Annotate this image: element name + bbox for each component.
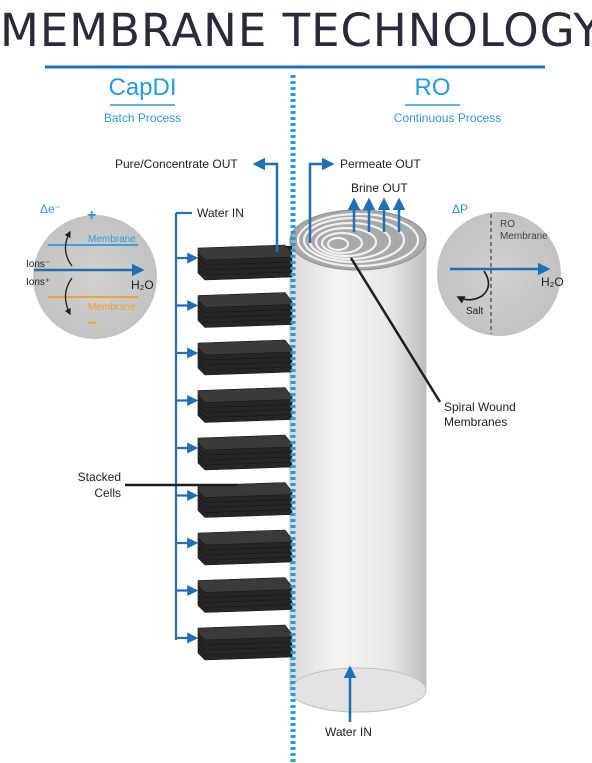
brine-out-arrows <box>347 197 406 232</box>
ro-delta-label: ΔP <box>452 202 469 216</box>
capdi-h2o-label: H₂O <box>131 278 154 292</box>
page-title: MEMBRANE TECHNOLOGY <box>0 4 592 57</box>
stack-cell <box>197 577 293 613</box>
permeate-out-label: Permeate OUT <box>340 157 421 171</box>
stacked-label-line2: Cells <box>94 486 121 500</box>
water-in-arrows <box>176 252 199 644</box>
permeate-out-arrow <box>308 157 335 243</box>
water-in-bottom-label: Water IN <box>325 725 372 739</box>
ro-heading: RO <box>414 74 451 101</box>
spiral-label-line2: Membranes <box>444 415 508 429</box>
pure-out-label: Pure/Concentrate OUT <box>115 157 238 171</box>
ro-h2o-label: H₂O <box>541 275 564 289</box>
salt-label: Salt <box>466 306 484 317</box>
membrane-bottom-label: Membrane <box>88 302 136 313</box>
ro-subheading: Continuous Process <box>393 111 502 125</box>
ro-label: RO <box>500 219 515 230</box>
stack-cell <box>197 244 293 281</box>
plus-sign: + <box>87 207 97 224</box>
minus-sign: − <box>88 315 98 332</box>
capdi-heading: CapDI <box>108 74 177 101</box>
stack-cell <box>197 624 293 661</box>
ions-neg-label: Ions⁻ <box>26 259 51 270</box>
stack-cell <box>197 482 293 518</box>
brine-out-label: Brine OUT <box>351 181 408 195</box>
stack-cell <box>197 434 293 471</box>
water-in-manifold <box>174 211 192 640</box>
ro-cylinder <box>276 209 427 713</box>
ro-membrane-label: Membrane <box>500 231 548 242</box>
stack-cell <box>197 387 293 423</box>
stacked-cells <box>197 244 293 661</box>
capdi-delta-label: Δe⁻ <box>40 202 62 216</box>
stack-cell <box>197 529 293 566</box>
membrane-top-label: Membrane <box>88 234 136 245</box>
water-in-left-label: Water IN <box>197 206 244 220</box>
ions-pos-label: Ions⁺ <box>26 277 51 288</box>
ro-inset <box>437 212 561 336</box>
capdi-subheading: Batch Process <box>103 111 182 125</box>
spiral-label-line1: Spiral Wound <box>444 400 516 414</box>
capdi-inset <box>33 215 157 339</box>
pure-out-arrow <box>252 157 279 252</box>
spiral-leader <box>349 257 442 403</box>
stack-cell <box>197 292 293 328</box>
stack-cell <box>197 339 293 376</box>
stacked-label-line1: Stacked <box>77 470 121 484</box>
